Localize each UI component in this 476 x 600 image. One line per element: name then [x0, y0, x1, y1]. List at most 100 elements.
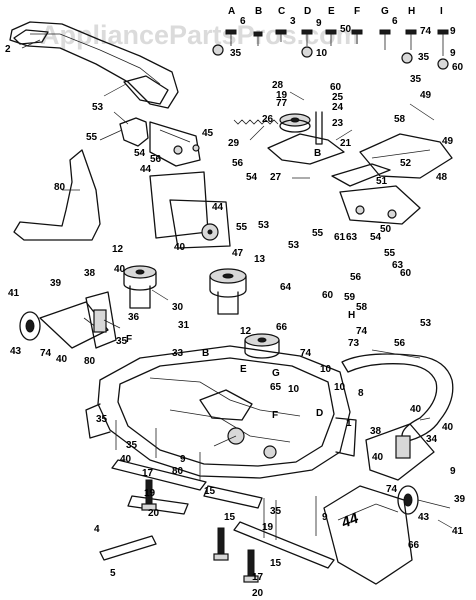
hardware-row	[212, 29, 449, 70]
callout-3: 3	[290, 16, 296, 27]
callout-25: 27	[270, 172, 282, 183]
spindle-pulley-center	[209, 268, 247, 315]
callout-60-b: 60	[330, 82, 342, 93]
callout-letter-b: B	[255, 6, 262, 17]
callout-9-low: 9	[322, 512, 328, 523]
callout-50-top: 50	[340, 24, 352, 35]
callout-4: 4	[94, 524, 100, 535]
callout-9-mid: 9	[180, 454, 186, 465]
callout-6-b: 6	[392, 16, 398, 27]
callout-53-b: 55	[236, 222, 248, 233]
callout-letter-g-mid: G	[272, 368, 280, 379]
callout-21: 23	[332, 118, 344, 129]
callout-9-b: 9	[450, 26, 456, 37]
callout-80: 80	[84, 356, 96, 367]
callout-9-a: 9	[316, 18, 322, 29]
callout-62: 65	[270, 382, 282, 393]
callout-44: 48	[436, 172, 448, 183]
callout-15-a: 15	[204, 486, 216, 497]
callout-61-b: 63	[392, 260, 404, 271]
idler-bracket-left	[119, 117, 201, 167]
callout-52-c: 54	[370, 232, 382, 243]
callout-letter-e: E	[328, 6, 335, 17]
callout-12-a: 12	[112, 244, 124, 255]
callout-18-a: 20	[148, 508, 160, 519]
callout-9-c: 9	[450, 48, 456, 59]
callout-35-r2: 40	[372, 452, 384, 463]
callout-17-c: 19	[262, 522, 274, 533]
callout-27: 29	[228, 138, 240, 149]
callout-19: 21	[340, 138, 352, 149]
callout-35-a: 35	[230, 48, 242, 59]
callout-34-c: 35	[270, 506, 282, 517]
gauge-wheel-left	[19, 301, 109, 349]
idler-arm	[267, 133, 345, 165]
callout-35-right: 40	[410, 404, 422, 415]
callout-40-a: 43	[10, 346, 22, 357]
callout-80-b: 80	[172, 466, 184, 477]
callout-9-right: 9	[450, 466, 456, 477]
discharge-chute: 44	[323, 485, 413, 585]
callout-54-c: 56	[350, 272, 362, 283]
callout-17-a: 19	[276, 90, 288, 101]
callout-35-c: 35	[410, 74, 422, 85]
callout-40-b: 43	[418, 512, 430, 523]
callout-51-a: 53	[92, 102, 104, 113]
callout-41-a: 44	[140, 164, 152, 175]
callout-16-a: 17	[142, 468, 154, 479]
v-belt	[13, 149, 101, 241]
callout-74: 74	[420, 26, 432, 37]
callout-8: 8	[358, 388, 364, 399]
belt-cover	[9, 21, 179, 109]
callout-41-b: 44	[212, 202, 224, 213]
blades	[111, 459, 335, 569]
callout-47-a: 49	[420, 90, 432, 101]
spring	[233, 119, 279, 125]
callout-letter-d-mid: D	[316, 408, 323, 419]
callout-23: 25	[332, 92, 344, 103]
callout-20: 24	[332, 102, 344, 113]
callout-65: 73	[348, 338, 360, 349]
callout-10-c: 10	[320, 364, 332, 375]
spindle-pulley-right	[244, 333, 280, 359]
callout-51-c: 53	[288, 240, 300, 251]
callout-11: 10	[334, 382, 346, 393]
callout-37-a: 39	[50, 278, 62, 289]
callout-letter-h: H	[408, 6, 415, 17]
callout-5: 5	[110, 568, 116, 579]
callout-57: 59	[344, 292, 356, 303]
deck-bolts	[115, 420, 317, 540]
callout-16-b: 17	[252, 572, 264, 583]
callout-letter-f-mid: F	[126, 334, 132, 345]
callout-38: 40	[442, 422, 454, 433]
callout-10-a: 10	[316, 48, 328, 59]
callout-36-b: 38	[370, 426, 382, 437]
lift-bracket-right	[331, 133, 453, 225]
blade-hardware	[141, 479, 259, 583]
gauge-wheel-right	[365, 423, 451, 515]
callout-18-b: 20	[252, 588, 264, 599]
callout-53-a: 55	[86, 132, 98, 143]
callout-35-c2: 40	[56, 354, 68, 365]
callout-39-b: 41	[452, 526, 464, 537]
callout-73-a: 74	[40, 348, 52, 359]
callout-39-a: 41	[8, 288, 20, 299]
callout-1: 1	[346, 418, 352, 429]
callout-letter-g: G	[381, 6, 389, 17]
callout-34-b: 35	[126, 440, 138, 451]
callout-51-b: 53	[258, 220, 270, 231]
callout-56: 58	[356, 302, 368, 313]
callout-letter-f: F	[354, 6, 360, 17]
callout-32: 34	[426, 434, 438, 445]
callout-60-a: 60	[452, 62, 464, 73]
callout-48: 56	[394, 338, 406, 349]
callout-29: 31	[178, 320, 190, 331]
callout-35-mid: 40	[120, 454, 132, 465]
spindle-pulley-left	[123, 265, 157, 309]
callout-43: 47	[232, 248, 244, 259]
callout-35-b2: 40	[114, 264, 126, 275]
callout-15-c: 15	[270, 558, 282, 569]
callout-31: 35	[116, 336, 128, 347]
callout-77: 77	[276, 98, 288, 109]
